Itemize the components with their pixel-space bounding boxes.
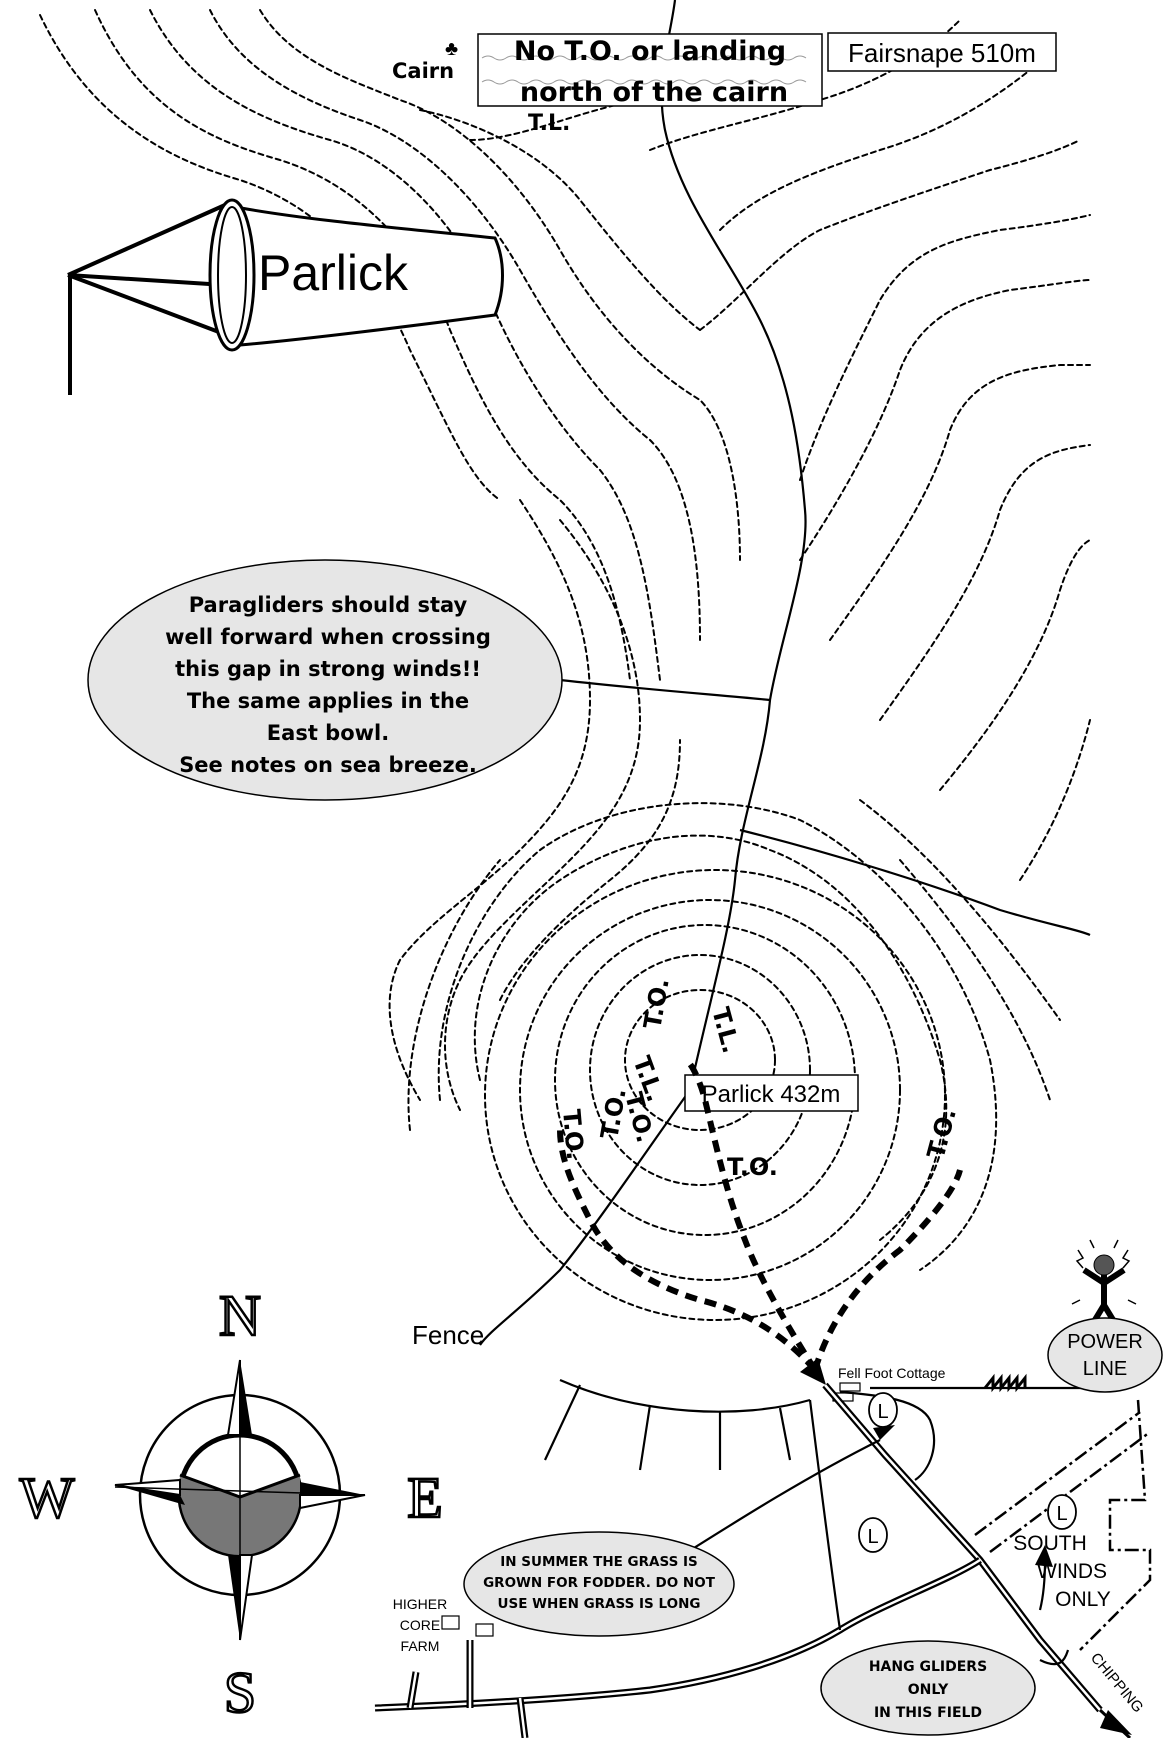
power-line-warning: POWER LINE bbox=[1047, 1317, 1163, 1393]
field-boundaries bbox=[574, 1390, 1152, 1666]
paraglider-note-line: See notes on sea breeze. bbox=[179, 753, 477, 777]
compass-rose-icon: N S W E bbox=[18, 1282, 444, 1727]
top-landing-label: T.L. bbox=[528, 111, 570, 136]
cairn-label: Cairn bbox=[392, 59, 454, 83]
paraglider-warning: Paragliders should stay well forward whe… bbox=[87, 559, 563, 801]
south-winds-text: WINDS bbox=[1037, 1560, 1107, 1583]
landing-marker-icon: L bbox=[868, 1392, 898, 1428]
compass-west: W bbox=[20, 1465, 75, 1530]
hang-gliders-line: HANG GLIDERS bbox=[869, 1659, 987, 1675]
fence-label: Fence bbox=[412, 1320, 484, 1350]
fairsnape-label: Fairsnape 510m bbox=[848, 38, 1036, 68]
south-winds-text: ONLY bbox=[1055, 1588, 1111, 1611]
fence-lines bbox=[479, 0, 1091, 1346]
cairn-marker: ♣ Cairn bbox=[392, 38, 458, 83]
no-takeoff-line1: No T.O. or landing bbox=[514, 36, 786, 67]
takeoff-label: T.O. bbox=[727, 1153, 778, 1181]
fairsnape-box: Fairsnape 510m bbox=[827, 32, 1057, 72]
south-winds-label: SOUTH WINDS ONLY bbox=[1013, 1532, 1111, 1611]
field-arrow-icon bbox=[873, 1425, 895, 1440]
paraglider-note-line: Paragliders should stay bbox=[189, 593, 468, 617]
building-icon bbox=[441, 1615, 460, 1630]
takeoff-label: T.O. bbox=[922, 1105, 962, 1161]
parlick-summit-label: Parlick 432m bbox=[702, 1081, 841, 1108]
summer-note-line: GROWN FOR FODDER. DO NOT bbox=[483, 1575, 716, 1591]
no-takeoff-box: No T.O. or landing north of the cairn bbox=[477, 33, 823, 108]
building-icon bbox=[839, 1382, 861, 1392]
paraglider-note-line: this gap in strong winds!! bbox=[175, 657, 481, 681]
compass-north: N bbox=[219, 1283, 261, 1348]
farm-label: FARM bbox=[401, 1638, 440, 1654]
hang-gliders-note: HANG GLIDERS ONLY IN THIS FIELD bbox=[820, 1640, 1036, 1736]
compass-south: S bbox=[224, 1660, 256, 1725]
landing-label: L bbox=[1056, 1503, 1067, 1525]
windsock-icon: Parlick bbox=[67, 198, 504, 395]
takeoff-label: T.O. bbox=[595, 1086, 631, 1141]
takeoff-label: T.O. bbox=[638, 976, 674, 1031]
cairn-icon: ♣ bbox=[445, 38, 458, 60]
no-takeoff-line2: north of the cairn bbox=[520, 77, 788, 108]
contour-lines bbox=[39, 9, 1091, 1321]
hang-gliders-line: ONLY bbox=[908, 1682, 949, 1698]
power-line-text: POWER bbox=[1067, 1331, 1143, 1353]
chipping-arrow-icon bbox=[1100, 1710, 1132, 1735]
paraglider-note-line: well forward when crossing bbox=[165, 625, 491, 649]
higher-core-farm: HIGHER CORE FARM bbox=[393, 1596, 494, 1654]
landing-label: L bbox=[877, 1401, 888, 1423]
hang-gliders-line: IN THIS FIELD bbox=[874, 1705, 982, 1721]
landing-marker-icon: L bbox=[1047, 1494, 1077, 1530]
south-winds-text: SOUTH bbox=[1013, 1532, 1087, 1555]
compass-east: E bbox=[407, 1465, 442, 1530]
path-arrowhead bbox=[800, 1358, 826, 1385]
fell-foot-label: Fell Foot Cottage bbox=[838, 1365, 946, 1381]
electrocuted-figure-icon bbox=[1071, 1239, 1137, 1330]
windsock-label: Parlick bbox=[258, 245, 409, 301]
power-line-text: LINE bbox=[1083, 1358, 1127, 1380]
paraglider-note-line: East bowl. bbox=[267, 721, 389, 745]
power-line: Fell Foot Cottage bbox=[832, 1365, 1082, 1402]
paraglider-note-line: The same applies in the bbox=[187, 689, 469, 713]
summer-note-line: IN SUMMER THE GRASS IS bbox=[500, 1554, 698, 1570]
footpaths bbox=[557, 1057, 963, 1372]
building-icon bbox=[475, 1623, 494, 1637]
landing-label: L bbox=[867, 1526, 878, 1548]
summer-note-line: USE WHEN GRASS IS LONG bbox=[498, 1596, 701, 1612]
parlick-summit-box: Parlick 432m bbox=[684, 1074, 859, 1112]
summer-grass-note: IN SUMMER THE GRASS IS GROWN FOR FODDER.… bbox=[463, 1531, 735, 1637]
south-arrow-icon bbox=[1035, 1545, 1053, 1567]
farm-label: HIGHER bbox=[393, 1596, 447, 1612]
farm-label: CORE bbox=[400, 1617, 440, 1633]
hill-base bbox=[544, 1378, 811, 1471]
top-landing-label: T.L. bbox=[706, 1004, 745, 1056]
landing-marker-icon: L bbox=[858, 1517, 888, 1553]
